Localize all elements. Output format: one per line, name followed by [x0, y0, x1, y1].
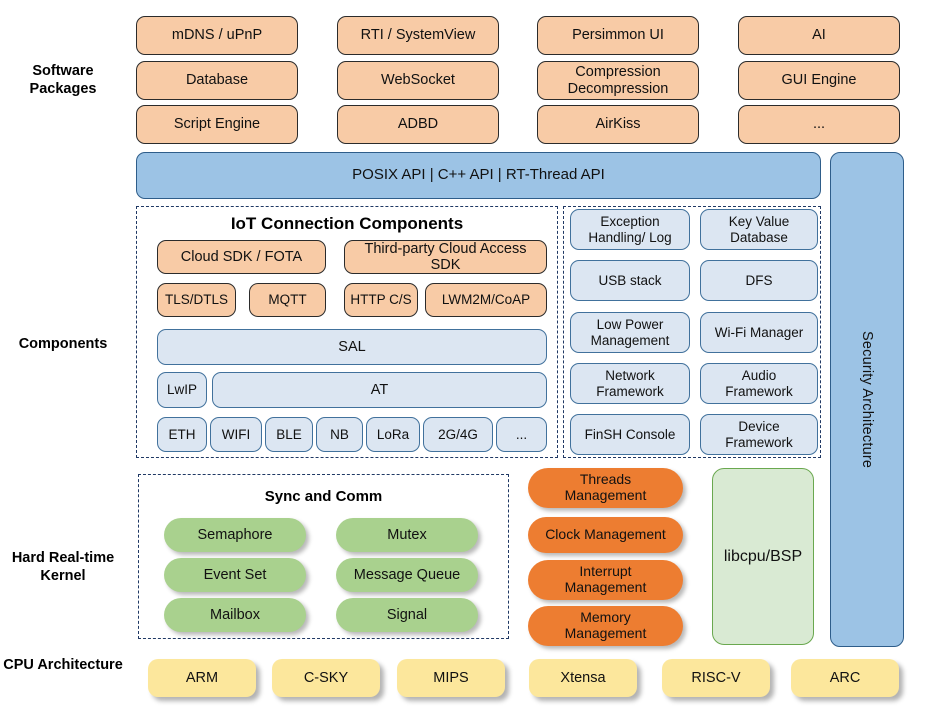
kernel-box-threads-management[interactable]: Threads Management [528, 468, 683, 508]
package-box[interactable]: Database [136, 61, 298, 100]
iot-box-lwm2m-coap[interactable]: LWM2M/CoAP [425, 283, 547, 317]
kernel-box-mutex[interactable]: Mutex [336, 518, 478, 552]
kernel-box-signal[interactable]: Signal [336, 598, 478, 632]
package-box[interactable]: AirKiss [537, 105, 699, 144]
package-box[interactable]: GUI Engine [738, 61, 900, 100]
component-box-audio-framework[interactable]: Audio Framework [700, 363, 818, 404]
cpu-box-arc[interactable]: ARC [791, 659, 899, 697]
kernel-box-semaphore[interactable]: Semaphore [164, 518, 306, 552]
section-label-components: Components [18, 336, 108, 352]
component-box-wifi-manager[interactable]: Wi-Fi Manager [700, 312, 818, 353]
package-box[interactable]: Persimmon UI [537, 16, 699, 55]
security-architecture-column: Security Architecture [830, 152, 904, 647]
iot-box-eth[interactable]: ETH [157, 417, 207, 452]
cpu-box-risc-v[interactable]: RISC-V [662, 659, 770, 697]
component-box-low-power-management[interactable]: Low Power Management [570, 312, 690, 353]
component-box-device-framework[interactable]: Device Framework [700, 414, 818, 455]
package-box[interactable]: AI [738, 16, 900, 55]
component-box-finsh-console[interactable]: FinSH Console [570, 414, 690, 455]
sync-and-comm-group [138, 474, 509, 639]
iot-box-third-party-cloud[interactable]: Third-party Cloud Access SDK [344, 240, 547, 274]
iot-connection-group [136, 206, 558, 458]
iot-box-cloud-sdk[interactable]: Cloud SDK / FOTA [157, 240, 326, 274]
security-architecture-label: Security Architecture [859, 330, 875, 469]
iot-box-tls-dtls[interactable]: TLS/DTLS [157, 283, 236, 317]
kernel-box-clock-management[interactable]: Clock Management [528, 517, 683, 553]
iot-box-lwip[interactable]: LwIP [157, 372, 207, 408]
components-right-group [563, 206, 821, 458]
cpu-box-mips[interactable]: MIPS [397, 659, 505, 697]
kernel-box-message-queue[interactable]: Message Queue [336, 558, 478, 592]
kernel-box-event-set[interactable]: Event Set [164, 558, 306, 592]
package-box[interactable]: mDNS / uPnP [136, 16, 298, 55]
iot-box-2g4g[interactable]: 2G/4G [423, 417, 493, 452]
sync-and-comm-title: Sync and Comm [264, 488, 383, 505]
package-box[interactable]: ADBD [337, 105, 499, 144]
iot-box-more[interactable]: ... [496, 417, 547, 452]
kernel-box-memory-management[interactable]: Memory Management [528, 606, 683, 646]
kernel-box-interrupt-management[interactable]: Interrupt Management [528, 560, 683, 600]
iot-box-at[interactable]: AT [212, 372, 547, 408]
component-box-exception-handling[interactable]: Exception Handling/ Log [570, 209, 690, 250]
cpu-box-xtensa[interactable]: Xtensa [529, 659, 637, 697]
component-box-usb-stack[interactable]: USB stack [570, 260, 690, 301]
package-box[interactable]: ... [738, 105, 900, 144]
component-box-dfs[interactable]: DFS [700, 260, 818, 301]
section-label-software-packages: Software Packages [29, 63, 97, 98]
cpu-box-c-sky[interactable]: C-SKY [272, 659, 380, 697]
api-bar: POSIX API | C++ API | RT-Thread API [136, 152, 821, 199]
iot-box-ble[interactable]: BLE [265, 417, 313, 452]
iot-connection-title: IoT Connection Components [230, 214, 464, 233]
section-label-kernel: Hard Real-time Kernel [11, 550, 115, 585]
libcpu-bsp-box[interactable]: libcpu/BSP [712, 468, 814, 645]
kernel-box-mailbox[interactable]: Mailbox [164, 598, 306, 632]
cpu-box-arm[interactable]: ARM [148, 659, 256, 697]
component-box-key-value-database[interactable]: Key Value Database [700, 209, 818, 250]
iot-box-http-cs[interactable]: HTTP C/S [344, 283, 418, 317]
iot-box-lora[interactable]: LoRa [366, 417, 420, 452]
iot-box-nb[interactable]: NB [316, 417, 363, 452]
iot-box-mqtt[interactable]: MQTT [249, 283, 326, 317]
package-box[interactable]: Compression Decompression [537, 61, 699, 100]
iot-box-sal[interactable]: SAL [157, 329, 547, 365]
package-box[interactable]: RTI / SystemView [337, 16, 499, 55]
section-label-cpu-architecture: CPU Architecture [3, 657, 123, 673]
component-box-network-framework[interactable]: Network Framework [570, 363, 690, 404]
package-box[interactable]: Script Engine [136, 105, 298, 144]
package-box[interactable]: WebSocket [337, 61, 499, 100]
iot-box-wifi[interactable]: WIFI [210, 417, 262, 452]
